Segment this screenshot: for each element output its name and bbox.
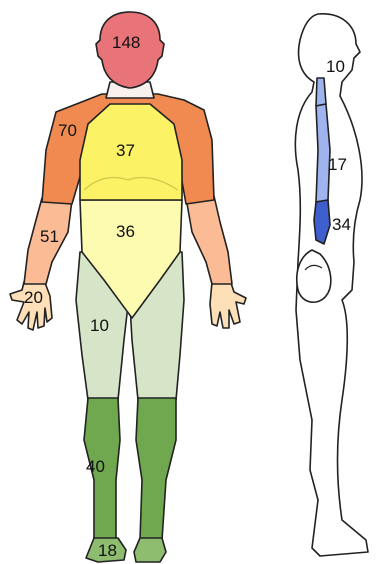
label-upper-spine: 10	[326, 57, 345, 76]
side-figure	[295, 14, 368, 556]
label-abdomen: 36	[116, 222, 135, 241]
front-figure	[10, 12, 246, 562]
label-forearms: 51	[40, 227, 59, 246]
label-hands: 20	[24, 288, 43, 307]
label-lower-spine: 34	[332, 215, 351, 234]
right-forearm-region	[186, 196, 232, 284]
label-head: 148	[112, 33, 140, 52]
label-thighs: 10	[90, 316, 109, 335]
mid-spine-region	[316, 104, 330, 202]
label-shoulders: 70	[58, 121, 77, 140]
upper-spine-region	[316, 78, 326, 106]
label-feet: 18	[98, 541, 117, 560]
label-chest: 37	[116, 141, 135, 160]
label-mid-spine: 17	[328, 155, 347, 174]
right-hand-region	[210, 280, 246, 328]
label-lower-legs: 40	[86, 457, 105, 476]
